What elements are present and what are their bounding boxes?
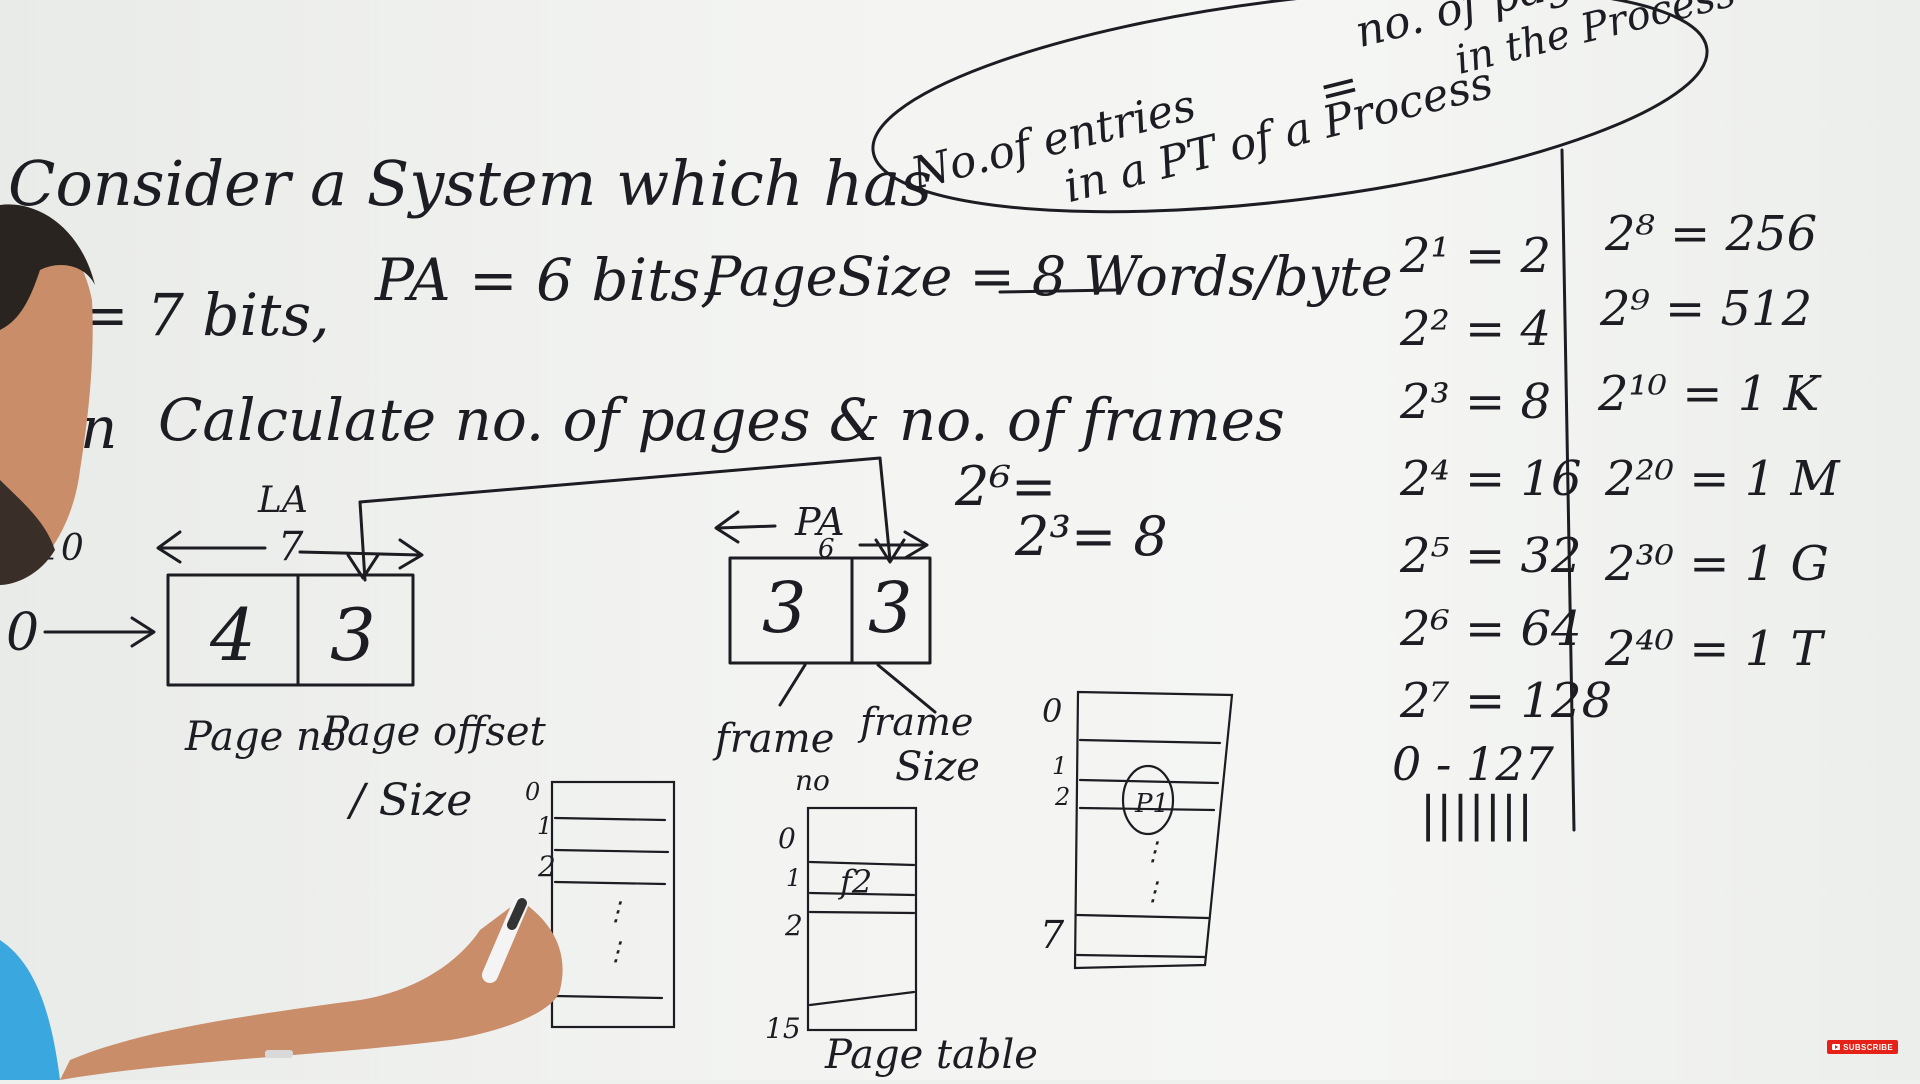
la-page-caption: Page no: [184, 714, 346, 760]
power-row: 2⁵ = 32: [1399, 528, 1582, 584]
la-arrow-right: [298, 550, 422, 557]
power-row: 2⁷ = 128: [1399, 673, 1612, 729]
process-table-index-0: 0: [525, 778, 540, 806]
offset-arrowhead: [346, 553, 380, 580]
memory-index-0: 0: [1042, 692, 1062, 730]
pa-frame-caption: frame: [712, 716, 834, 762]
pa-arrowhead-right: [903, 530, 929, 560]
la-arrowhead-left: [156, 530, 182, 564]
problem-statement-line1: Consider a System which has: [8, 147, 932, 220]
memory-index-2: 2: [1054, 783, 1070, 811]
calc-line2: 2³= 8: [1014, 505, 1168, 568]
svg-text:⋮: ⋮: [1140, 877, 1166, 907]
power-row: 2⁶ = 64: [1399, 601, 1582, 657]
la-arrowhead-right: [398, 538, 424, 570]
process-table: ⋮ ⋮: [550, 780, 676, 1029]
pa-frame-pointer: [778, 663, 807, 707]
process-table-index-1: 1: [537, 812, 552, 840]
svg-text:⋮: ⋮: [603, 937, 629, 967]
power-row: |||||||: [1420, 786, 1533, 842]
la-box: [166, 573, 415, 687]
page-table-index-0: 0: [778, 822, 796, 855]
pa-arrowhead-left: [714, 510, 740, 544]
power-row: 2³⁰ = 1 G: [1604, 536, 1829, 592]
power-row: 2⁴⁰ = 1 T: [1604, 621, 1826, 677]
power-row: 2⁴ = 16: [1399, 451, 1582, 507]
pa-frame-bits: 3: [762, 567, 807, 649]
pa-size-caption-2: Size: [895, 744, 980, 790]
la-arrow-origin: 0: [6, 603, 39, 663]
pa-offset-bits: 3: [868, 567, 913, 649]
pa-size-pointer: [876, 663, 937, 714]
power-row: 2³ = 8: [1399, 374, 1551, 430]
page-table-index-1: 1: [786, 864, 801, 892]
page-table-index-2: 2: [784, 909, 803, 942]
pa-label: PA: [794, 500, 845, 544]
pa-box: [728, 556, 932, 665]
problem-question: Calculate no. of pages & no. of frames: [158, 386, 1285, 454]
power-row: 2⁹ = 512: [1599, 281, 1812, 337]
subscribe-watermark[interactable]: SUBSCRIBE: [1827, 1040, 1898, 1054]
pa-arrow-left: [716, 524, 777, 530]
svg-text:⋮: ⋮: [1140, 837, 1166, 867]
process-table-index-2: 2: [537, 850, 556, 883]
play-icon: [1832, 1044, 1841, 1050]
problem-page-size: PageSize = 8 Words/byte: [704, 245, 1393, 308]
powers-right-column: 2⁸ = 256 2⁹ = 512 2¹⁰ = 1 K 2²⁰ = 1 M 2³…: [1597, 206, 1842, 677]
power-row: 2²⁰ = 1 M: [1604, 451, 1842, 507]
la-input-arrowhead: [130, 616, 156, 648]
memory-index-last: 7: [1040, 913, 1065, 957]
main-memory-table: ⋮ ⋮: [1073, 690, 1234, 970]
pa-frame-caption-2: no: [795, 764, 830, 797]
words-underline: [998, 288, 1117, 294]
pa-arrowhead: [874, 538, 906, 564]
power-row: 2¹⁰ = 1 K: [1597, 366, 1823, 422]
marker-in-hand: [482, 897, 528, 983]
la-offset-bits: 3: [330, 593, 376, 677]
problem-la-bits: = 7 bits,: [80, 281, 330, 349]
page-table-index-last: 15: [765, 1012, 801, 1045]
la-page-bits: 4: [209, 593, 256, 677]
power-row: 2⁸ = 256: [1604, 206, 1817, 262]
power-row: 2² = 4: [1399, 301, 1551, 357]
page-table-caption: Page table: [824, 1032, 1038, 1078]
power-table-divider: [1560, 148, 1576, 832]
svg-text:⋮: ⋮: [603, 897, 629, 927]
la-label: LA: [257, 480, 308, 521]
power-row: 2¹ = 2: [1399, 228, 1551, 284]
offset-copy-arrow: [358, 456, 892, 582]
pa-size-caption: frame: [857, 700, 973, 744]
la-offset-caption: Page offset: [321, 709, 547, 755]
definition-bubble: [871, 0, 1709, 214]
powers-left-column: 2¹ = 2 2² = 4 2³ = 8 2⁴ = 16 2⁵ = 32 2⁶ …: [1392, 228, 1612, 842]
power-row: 0 - 127: [1392, 737, 1555, 791]
presenter-figure: [0, 204, 563, 1080]
page-table-entry: f2: [838, 863, 872, 901]
problem-pa-bits: PA = 6 bits,: [374, 246, 719, 314]
memory-index-1: 1: [1052, 752, 1067, 780]
memory-entry: P1: [1134, 789, 1169, 819]
page-table: [806, 806, 918, 1032]
subscribe-label: SUBSCRIBE: [1843, 1042, 1893, 1052]
calc-line1: 2⁶=: [954, 455, 1056, 518]
la-width: 7: [278, 524, 304, 570]
la-offset-caption-2: / Size: [346, 775, 472, 826]
